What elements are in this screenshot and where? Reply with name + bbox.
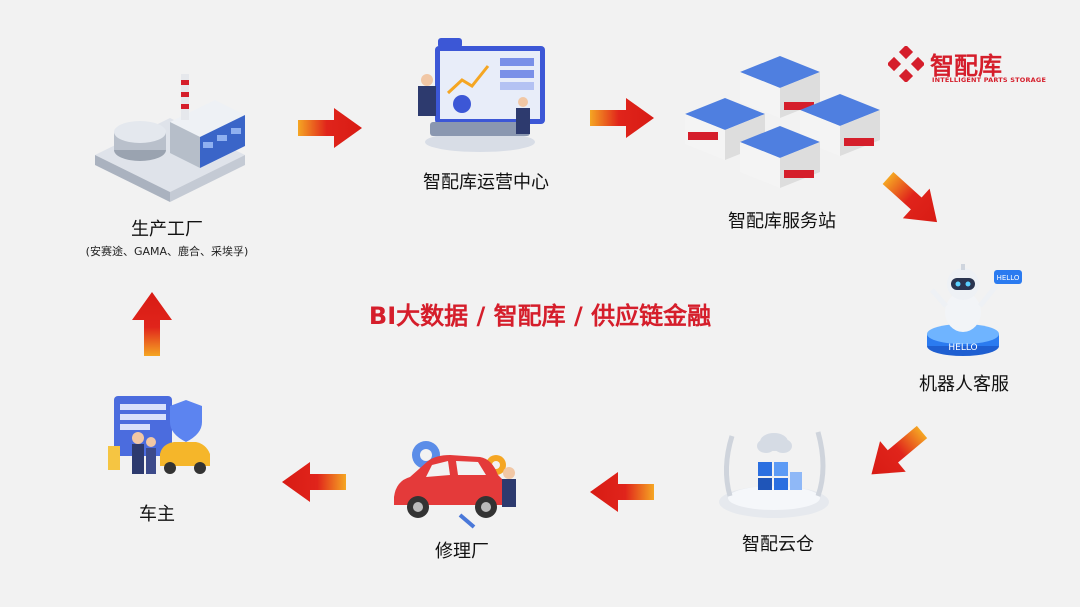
arrow-owner-to-factory (132, 292, 172, 356)
arrow-ops-to-station (590, 98, 654, 138)
robot-icon: HELLO HELLO (927, 264, 1022, 356)
brand-tagline: INTELLIGENT PARTS STORAGE (932, 76, 1047, 84)
car-owner-node (100, 392, 215, 492)
service-station-node (680, 52, 885, 192)
factory-node (85, 70, 255, 210)
car-owner-icon (108, 396, 210, 474)
factory-sublabel: (安赛途、GAMA、鹿合、采埃孚) (85, 245, 249, 258)
cloud-warehouse-icon (719, 431, 829, 518)
car-repair-icon (394, 441, 516, 529)
arrow-factory-to-ops (298, 108, 362, 148)
arrow-repair-to-owner (282, 462, 346, 502)
robot-base-text: HELLO (948, 343, 977, 353)
dashboard-icon (418, 38, 545, 152)
center-text: BI大数据 / 智配库 / 供应链金融 (368, 302, 712, 330)
robot-screen-text: HELLO (997, 274, 1020, 282)
arrow-robot-to-cloud (871, 425, 928, 475)
arrow-station-to-robot (882, 172, 938, 223)
robot-label: 机器人客服 (919, 374, 1009, 395)
factory-label: 生产工厂 (131, 219, 203, 240)
brand-name: 智配库 (930, 52, 1002, 80)
factory-icon (95, 74, 245, 202)
ops-center-label: 智配库运营中心 (423, 172, 549, 193)
cloud-warehouse-node (712, 418, 837, 523)
robot-node: HELLO HELLO (918, 262, 1028, 362)
brand-logo: 智配库 INTELLIGENT PARTS STORAGE (888, 46, 1048, 90)
cloud-warehouse-label: 智配云仓 (742, 534, 814, 555)
ops-center-node (410, 38, 550, 158)
car-owner-label: 车主 (139, 504, 175, 525)
warehouse-icon (685, 56, 880, 188)
arrow-cloud-to-repair (590, 472, 654, 512)
repair-shop-node (388, 435, 528, 530)
service-station-label: 智配库服务站 (728, 211, 836, 232)
brand-logo-icon (888, 46, 924, 82)
repair-shop-label: 修理厂 (435, 541, 489, 562)
